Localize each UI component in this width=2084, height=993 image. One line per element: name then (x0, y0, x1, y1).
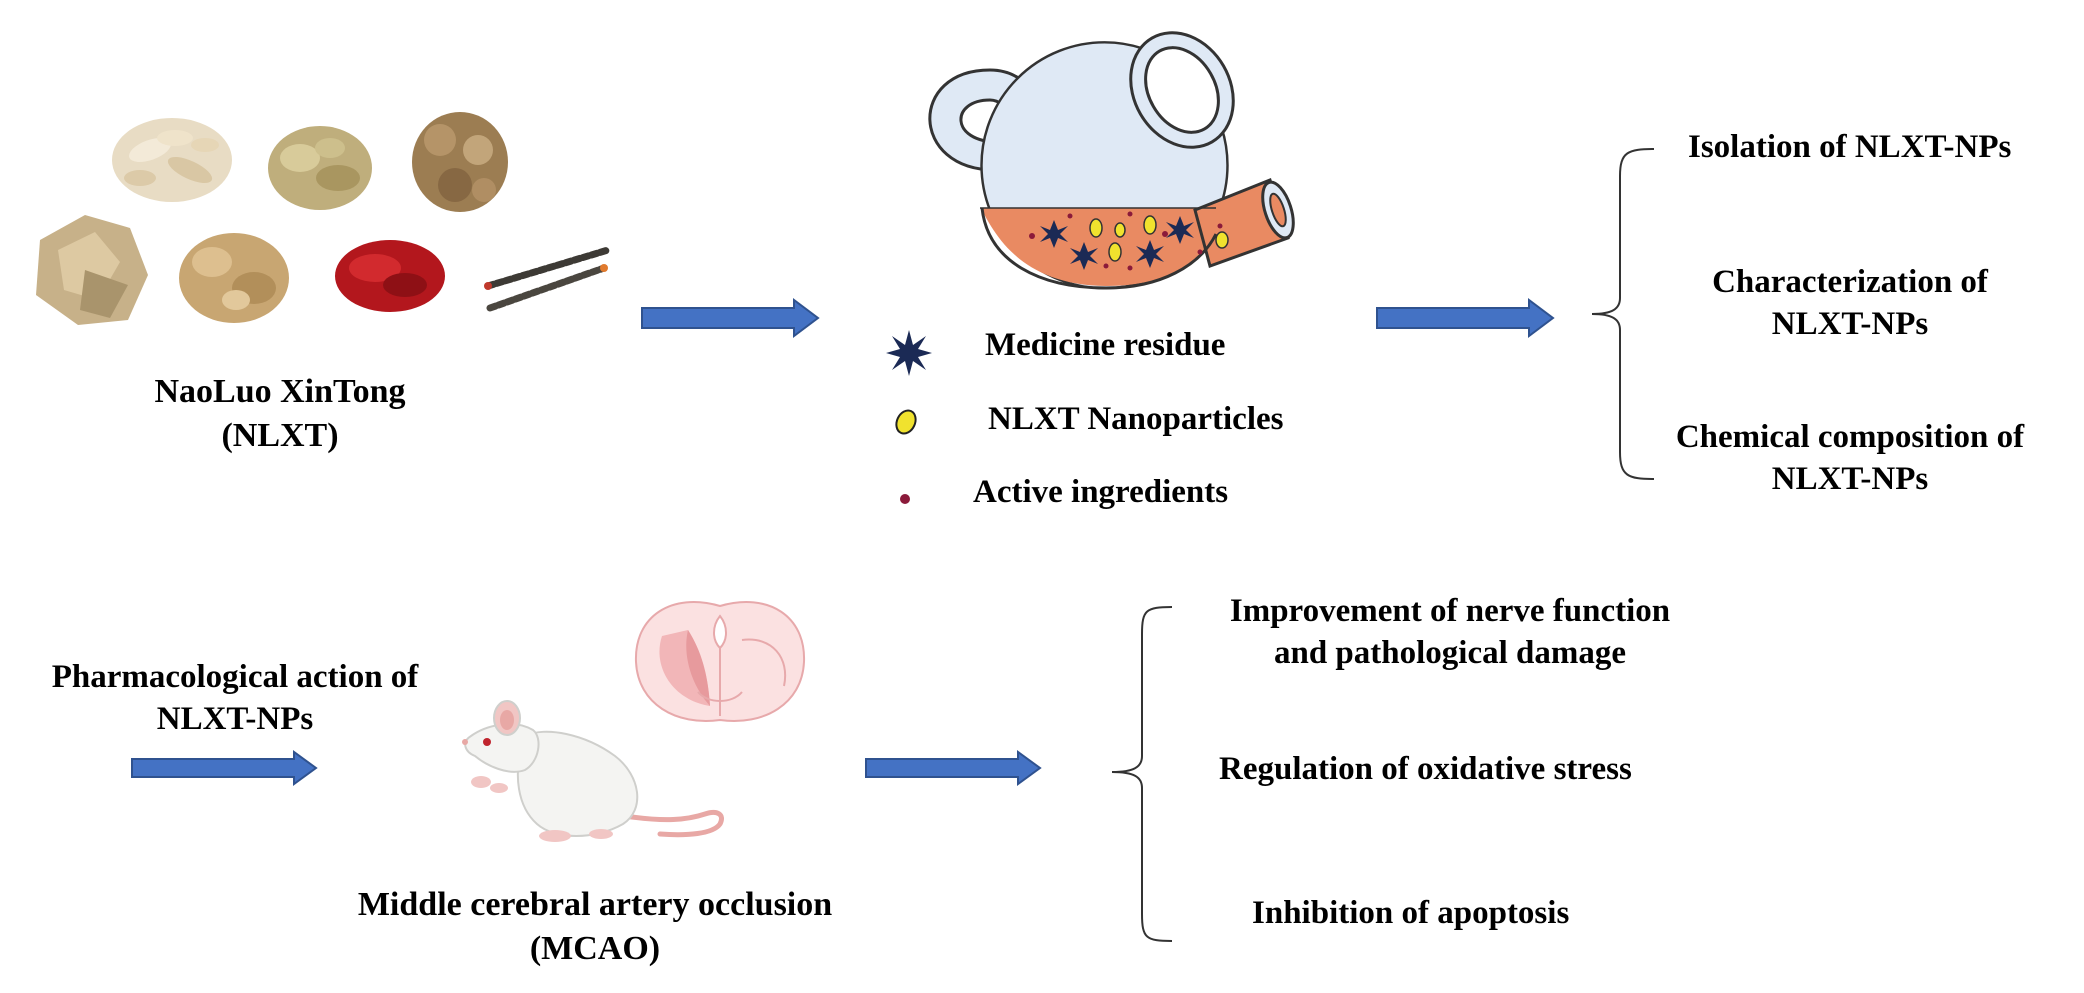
herb-ginseng-slices-icon (268, 126, 372, 210)
flask-icon (928, 31, 1295, 290)
model-line2: (MCAO) (529, 929, 661, 967)
pharmacology-line2: NLXT-NPs (156, 701, 314, 738)
outcome-isolation: Isolation of NLXT-NPs (1688, 129, 2012, 165)
outcome-nerve-function: Improvement of nerve function and pathol… (1190, 590, 1710, 674)
herb-chuanxiong-icon (179, 233, 289, 323)
brace-bottom (1111, 606, 1173, 942)
pharmacology-line1: Pharmacological action of (51, 659, 419, 695)
outcome-nerve-line2: and pathological damage (1273, 635, 1627, 672)
outcome-apoptosis: Inhibition of apoptosis (1252, 895, 1570, 931)
arrow-flask-to-outcomes (1376, 298, 1555, 338)
arrow-pharmacology-to-model (131, 750, 318, 786)
medicine-residue-star-icon (886, 330, 932, 376)
brain-section-icon (634, 601, 806, 722)
worm-herb-icon (484, 246, 612, 312)
outcome-oxidative-stress: Regulation of oxidative stress (1219, 751, 1632, 787)
herb-name-label: NaoLuo XinTong (NLXT) (130, 370, 430, 457)
model-line1: Middle cerebral artery occlusion (357, 886, 833, 923)
model-label: Middle cerebral artery occlusion (MCAO) (300, 883, 890, 970)
herb-sliced-root-icon (112, 118, 232, 202)
outcome-characterization-line2: NLXT-NPs (1771, 306, 1929, 343)
nanoparticle-ellipse-icon (895, 409, 917, 435)
outcome-characterization-line1: Characterization of (1712, 264, 1988, 300)
saffron-icon (335, 240, 445, 312)
brace-top (1591, 148, 1655, 480)
active-ingredient-dot-icon (900, 494, 910, 504)
arrow-herbs-to-flask (641, 298, 820, 338)
herb-dried-bark-icon (36, 215, 148, 325)
legend-label-nanoparticles: NLXT Nanoparticles (988, 401, 1284, 437)
outcome-characterization: Characterization of NLXT-NPs (1660, 261, 2040, 345)
outcome-chemical-composition: Chemical composition of NLXT-NPs (1640, 416, 2060, 500)
arrow-model-to-outcomes (865, 750, 1042, 786)
herb-images (36, 112, 612, 325)
legend-label-active: Active ingredients (973, 474, 1229, 510)
legend-label-residue: Medicine residue (985, 327, 1226, 363)
pharmacology-label: Pharmacological action of NLXT-NPs (10, 656, 460, 740)
outcome-nerve-line1: Improvement of nerve function (1229, 593, 1671, 629)
herb-name-line2: (NLXT) (221, 416, 339, 454)
rat-icon (462, 700, 724, 842)
outcome-chemical-line1: Chemical composition of (1675, 419, 2025, 455)
herb-name-line1: NaoLuo XinTong (154, 373, 406, 410)
outcome-chemical-line2: NLXT-NPs (1771, 461, 1929, 498)
herb-knobby-root-icon (412, 112, 508, 212)
